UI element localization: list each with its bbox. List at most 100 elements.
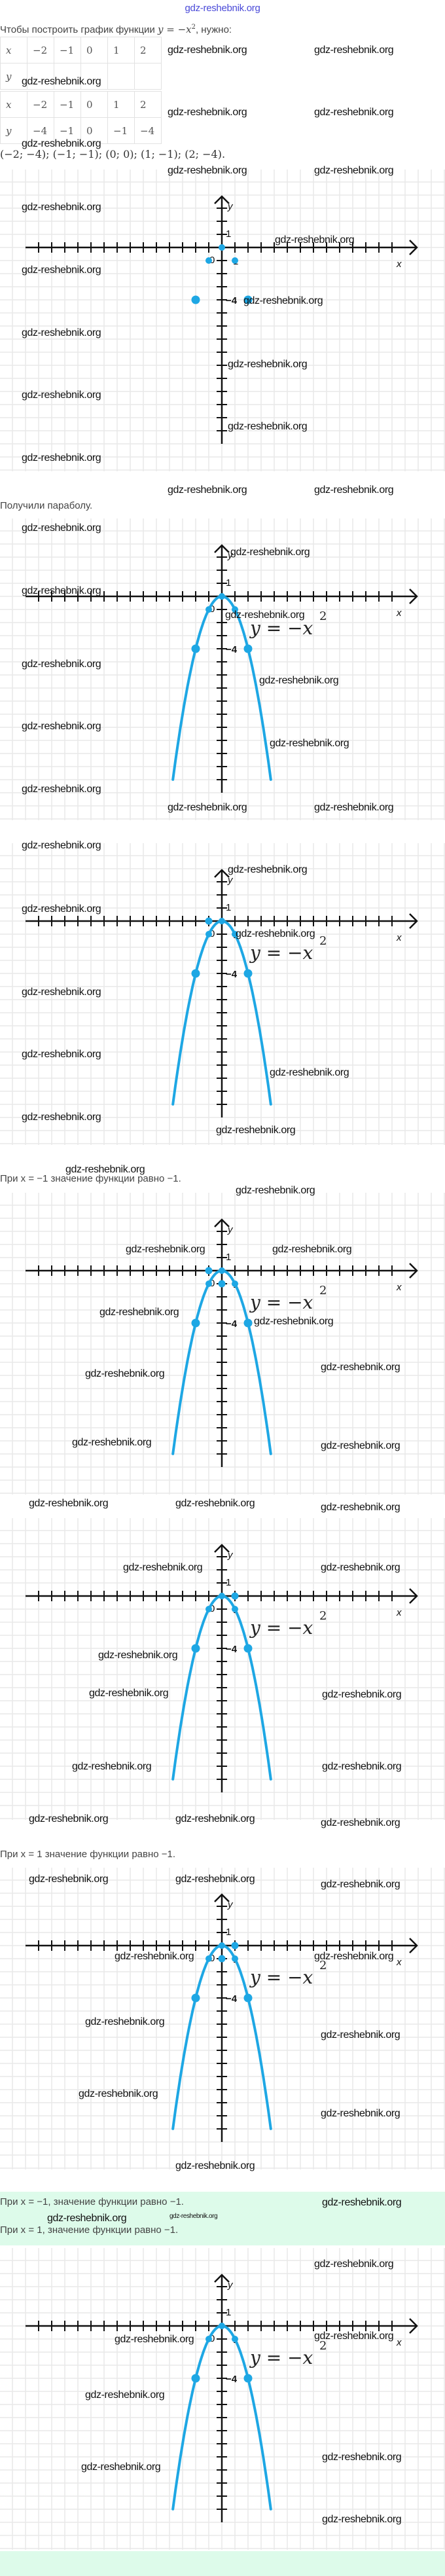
watermark-text: gdz-reshebnik.org: [322, 2514, 402, 2525]
function-formula: y = −x: [249, 617, 313, 639]
table-cell: y: [0, 117, 27, 144]
table-cell: −4: [27, 117, 54, 144]
y-tick-label-minus4: −4: [226, 1644, 238, 1655]
table-cell: −2: [27, 91, 54, 118]
graph-4: yx101−4y = −x2: [0, 1193, 445, 1495]
data-point: [191, 969, 200, 978]
watermark-text: gdz-reshebnik.org: [22, 452, 101, 463]
watermark-text: gdz-reshebnik.org: [22, 659, 101, 670]
watermark-text: gdz-reshebnik.org: [22, 784, 101, 795]
data-point: [219, 1267, 225, 1274]
watermark-text: gdz-reshebnik.org: [65, 1164, 145, 1175]
highlight-point: [231, 1942, 239, 1950]
data-point: [191, 295, 200, 304]
y-tick-label-minus4: −4: [226, 1993, 238, 2005]
watermark-text: gdz-reshebnik.org: [275, 234, 355, 245]
y-axis-label: y: [227, 2279, 234, 2291]
watermark-text: gdz-reshebnik.org: [321, 2108, 400, 2119]
x-axis-arrow-icon: [409, 240, 418, 255]
watermark-text: gdz-reshebnik.org: [322, 1689, 402, 1700]
answer-line-1: При x = −1, значение функции равно −1.: [0, 2196, 184, 2207]
watermark-text: gdz-reshebnik.org: [236, 1185, 315, 1196]
data-point: [219, 2323, 225, 2329]
table-cell: y: [0, 63, 27, 90]
intro-lead: Чтобы построить график функции: [0, 24, 158, 35]
watermark-text: gdz-reshebnik.org: [22, 76, 101, 87]
watermark-text: gdz-reshebnik.org: [126, 1244, 205, 1255]
data-point: [243, 1318, 253, 1328]
data-point: [243, 1993, 253, 2003]
site-header-logo[interactable]: gdz-reshebnik.org: [185, 3, 260, 14]
graph-3: yx101−4y = −x2: [0, 843, 445, 1145]
watermark-text: gdz-reshebnik.org: [175, 1874, 255, 1885]
watermark-text: gdz-reshebnik.org: [168, 45, 247, 56]
watermark-text: gdz-reshebnik.org: [270, 738, 349, 749]
points-list: (−2; −4); (−1; −1); (0; 0); (1; −1); (2;…: [0, 148, 226, 160]
intro-formula-exp: 2: [191, 24, 196, 31]
table-cell: 1: [107, 91, 135, 118]
watermark-text: gdz-reshebnik.org: [22, 390, 101, 401]
table-row-y: y −4 −1 0 −1 −4: [0, 117, 162, 144]
watermark-text: gdz-reshebnik.org: [123, 1562, 203, 1573]
table-row-y: y: [0, 63, 162, 90]
y-axis-arrow-icon: [214, 1893, 230, 1902]
x-axis-arrow-icon: [409, 2318, 418, 2334]
watermark-text: gdz-reshebnik.org: [322, 2197, 402, 2208]
watermark-text: gdz-reshebnik.org: [314, 165, 394, 176]
watermark-text: gdz-reshebnik.org: [22, 840, 101, 851]
y-tick-label-minus4: −4: [226, 295, 238, 306]
watermark-text: gdz-reshebnik.org: [85, 1368, 165, 1379]
y-tick-label-1: 1: [226, 902, 231, 913]
watermark-text: gdz-reshebnik.org: [115, 1951, 194, 1962]
y-axis-arrow-icon: [214, 195, 230, 204]
watermark-text: gdz-reshebnik.org: [22, 987, 101, 998]
note-x-minus-one: При x = −1 значение функции равно −1.: [0, 1173, 181, 1184]
table-row-x: x −2 −1 0 1 2: [0, 91, 162, 118]
function-formula-exponent: 2: [319, 609, 327, 623]
x-axis-arrow-icon: [409, 1588, 418, 1604]
watermark-text: gdz-reshebnik.org: [175, 2160, 255, 2171]
x-axis-label: x: [396, 1607, 402, 1618]
data-point: [232, 1606, 238, 1612]
data-point: [219, 244, 225, 251]
data-point: [205, 931, 212, 937]
intro-tail: , нужно:: [195, 24, 232, 35]
watermark-text: gdz-reshebnik.org: [168, 165, 247, 176]
function-formula: y = −x: [249, 942, 313, 964]
watermark-text: gdz-reshebnik.org: [22, 903, 101, 915]
watermark-text: gdz-reshebnik.org: [72, 1761, 152, 1772]
y-axis-arrow-icon: [214, 1218, 230, 1227]
answer-box-bottom: [0, 2551, 445, 2576]
watermark-text: gdz-reshebnik.org: [22, 264, 101, 276]
table-cell: 1: [107, 37, 135, 63]
watermark-text: gdz-reshebnik.org: [321, 1879, 400, 1890]
data-point: [243, 969, 253, 978]
origin-label: 0: [209, 1603, 215, 1614]
x-axis-label: x: [396, 608, 402, 619]
watermark-text: gdz-reshebnik.org: [314, 107, 394, 118]
table-cell: −1: [107, 117, 135, 144]
watermark-text: gdz-reshebnik.org: [243, 295, 323, 306]
table-cell[interactable]: [134, 63, 162, 90]
table-cell: 0: [80, 91, 108, 118]
highlight-point: [218, 1280, 226, 1288]
watermark-text: gdz-reshebnik.org: [29, 1498, 109, 1509]
x-axis-arrow-icon: [409, 913, 418, 929]
watermark-text: gdz-reshebnik.org: [314, 2331, 394, 2342]
watermark-text: gdz-reshebnik.org: [47, 2213, 127, 2224]
y-axis-arrow-icon: [214, 1544, 230, 1553]
x-axis-arrow-icon: [409, 1938, 418, 1953]
table-cell[interactable]: [27, 63, 54, 90]
graph-6: yx101−4y = −x2: [0, 1868, 445, 2169]
watermark-text: gdz-reshebnik.org: [314, 802, 394, 813]
data-point: [232, 931, 238, 937]
table-cell[interactable]: [54, 63, 81, 90]
watermark-text: gdz-reshebnik.org: [270, 1067, 349, 1078]
origin-label: 0: [209, 1953, 215, 1964]
table-cell[interactable]: [107, 63, 135, 90]
y-axis-arrow-icon: [214, 869, 230, 878]
function-formula: y = −x: [249, 2347, 313, 2368]
watermark-text: gdz-reshebnik.org: [216, 1125, 296, 1136]
data-point: [191, 644, 200, 653]
watermark-text: gdz-reshebnik.org: [79, 2088, 158, 2099]
